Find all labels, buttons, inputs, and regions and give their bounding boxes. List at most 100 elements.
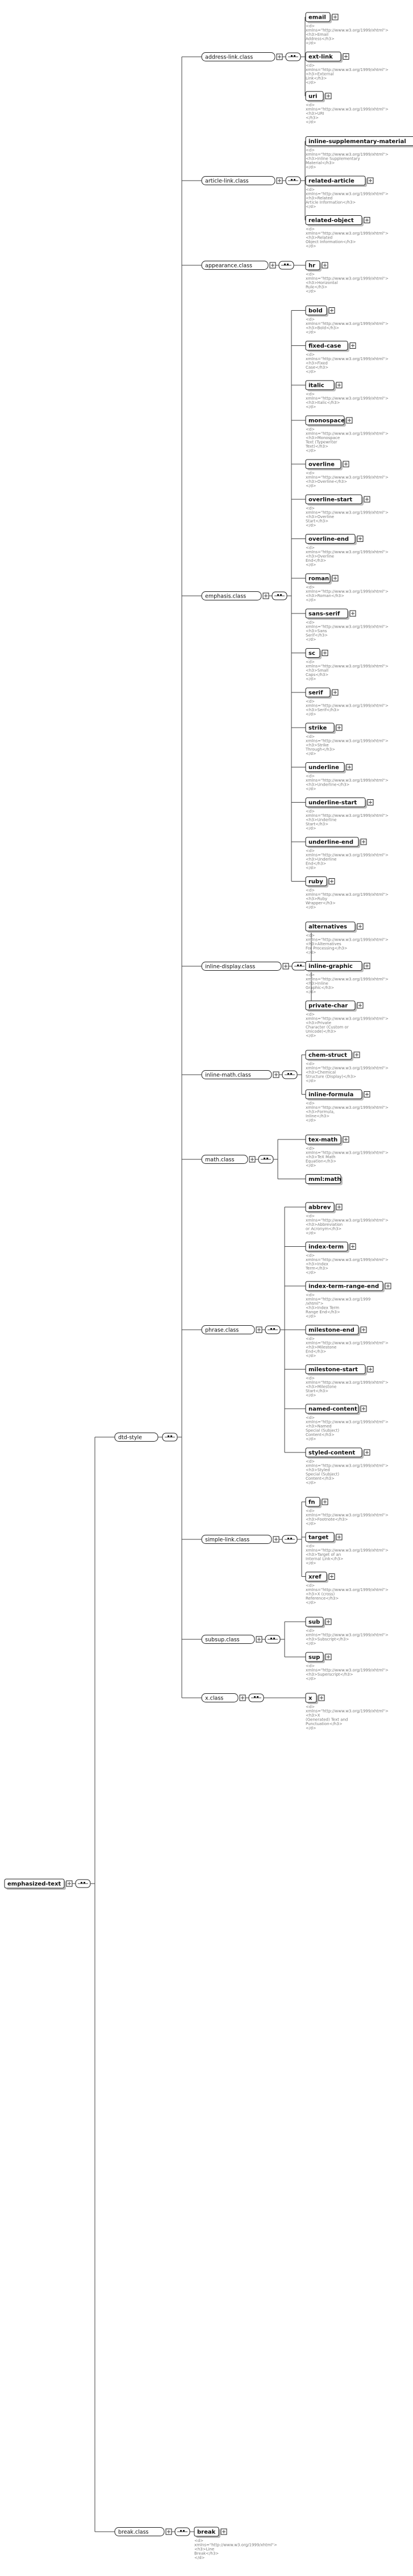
element-inline-supplementary-material-doc-3: Material</h3> [306,161,335,165]
element-underline-end-doc-0: <d> [306,849,315,853]
element-related-object-doc-3: Object Information</h3> [306,240,356,244]
element-chem-struct-expand [353,1051,360,1058]
element-inline-supplementary-material: inline-supplementary-material [305,136,413,148]
element-chem-struct-doc-1: xmlns="http://www.w3.org/1999/xhtml"> [306,1066,389,1071]
class-subsup-choice-dot-a [270,1638,272,1639]
class-inline-display: inline-display.class [201,962,282,971]
class-subsup-expand [256,1636,262,1643]
element-strike-box [305,723,335,733]
element-ruby-label: ruby [308,879,323,885]
element-overline-doc-2: <h3>Overline</h3> [306,479,347,484]
element-overline-start-doc-1: xmlns="http://www.w3.org/1999/xhtml"> [306,511,389,515]
element-overline-start-doc-2: <h3>Overline [306,515,334,519]
element-named-content-doc-2: <h3>Named [306,1424,332,1429]
element-roman-doc-3: </d> [306,598,316,603]
element-underline-end: underline-end [305,837,360,848]
element-tex-math-label: tex-math [308,1137,337,1143]
class-simple-link: simple-link.class [201,1535,272,1544]
element-index-term-range-end-box [305,1281,383,1291]
element-italic-box [305,380,335,390]
element-related-object-box [305,215,362,225]
element-underline-doc-3: </d> [306,787,316,791]
element-email-box [305,12,331,22]
element-index-term-range-end-expand [385,1283,391,1289]
element-overline-start-label: overline-start [308,497,352,503]
element-hr-doc-2: <h3>Horizontal [306,281,337,285]
element-ext-link-doc-4: </d> [306,81,316,85]
element-overline-start: overline-start [305,494,364,506]
element-index-term-range-end-label: index-term-range-end [308,1284,379,1290]
element-related-article-box [305,176,366,186]
element-sc-doc-1: xmlns="http://www.w3.org/1999/xhtml"> [306,664,389,669]
element-hr-expand [322,262,328,269]
element-styled-content-doc-5: </d> [306,1481,316,1485]
class-x-box [201,1693,239,1702]
element-xref-expand [328,1573,335,1580]
class-phrase-choice-dot-b [273,1328,275,1330]
element-italic-doc-0: <d> [306,392,315,396]
element-underline-end-label: underline-end [308,840,353,846]
element-monospace-doc-4: Text)</h3> [305,444,328,449]
break-class-choice [174,2527,190,2536]
element-ext-link-label: ext-link [308,54,333,60]
element-milestone-end-label: milestone-end [308,1327,354,1334]
element-abbrev-doc-0: <d> [306,1214,315,1218]
element-milestone-end-box [305,1325,359,1335]
element-overline-expand [343,461,349,467]
element-strike-label: strike [308,725,327,732]
element-break-doc-1: xmlns="http://www.w3.org/1999/xhtml"> [194,2543,277,2548]
element-sc-doc-3: Caps</h3> [306,673,328,677]
class-address-link: address-link.class [201,52,276,61]
element-abbrev-doc-2: <h3>Abbreviation [306,1222,343,1227]
element-index-term-doc-1: xmlns="http://www.w3.org/1999/xhtml"> [306,1258,389,1262]
element-inline-supplementary-material-doc-1: xmlns="http://www.w3.org/1999/xhtml"> [306,152,389,157]
element-inline-supplementary-material-doc-4: </d> [306,165,316,170]
element-private-char-doc-1: xmlns="http://www.w3.org/1999/xhtml"> [306,1017,389,1021]
element-overline-end-label: overline-end [308,536,349,542]
element-named-content: named-content [305,1404,360,1415]
element-strike-doc-4: </d> [306,751,316,756]
element-tex-math-expand [343,1136,349,1143]
class-math-choice-dot-b [266,1158,268,1159]
element-break-label: break [197,2529,216,2536]
element-index-term-range-end-doc-0: <d> [306,1293,315,1297]
element-inline-formula-doc-3: Inline</h3> [306,1114,329,1118]
element-uri-doc-4: </d> [306,120,316,124]
class-math-expand [249,1156,256,1163]
element-sup-expand [325,1654,332,1660]
class-inline-display-choice [291,962,307,971]
root-choice-dot-a [81,1882,82,1884]
class-address-link-choice [285,52,301,61]
element-fn-doc-0: <d> [306,1509,315,1513]
element-email-expand [332,14,339,20]
element-uri-label: uri [308,94,317,100]
class-x-choice-dot-a [254,1696,256,1698]
element-fixed-case-doc-1: xmlns="http://www.w3.org/1999/xhtml"> [306,357,389,361]
class-inline-math-box [201,1070,272,1079]
element-related-article-doc-4: </d> [306,204,316,209]
element-italic: italic [305,380,336,391]
element-italic-label: italic [308,383,324,389]
element-bold-doc-1: xmlns="http://www.w3.org/1999/xhtml"> [306,322,389,326]
element-styled-content-doc-2: <h3>Styled [306,1468,330,1472]
element-inline-graphic-doc-0: <d> [306,973,315,978]
element-overline-box [305,459,341,469]
element-private-char-doc-2: <h3>Private [306,1021,331,1025]
element-x-doc-5: </d> [306,1726,316,1731]
element-roman-label: roman [308,576,329,582]
element-italic-doc-3: </d> [306,405,316,410]
element-ruby-doc-3: Wrapper</h3> [306,901,336,905]
class-emphasis: emphasis.class [201,591,262,600]
element-index-term-range-end-doc-3: <h3>Index Term [306,1306,339,1310]
element-overline-end-doc-0: <d> [306,546,315,550]
element-sc-expand [322,650,328,656]
element-hr-doc-4: </d> [306,289,316,294]
class-article-link-choice-dot-b [294,179,295,181]
element-named-content-expand [360,1405,367,1412]
element-sub-doc-2: <h3>Subscript</h3> [306,1637,349,1642]
element-monospace-doc-2: <h3>Monospace [306,436,340,440]
element-strike-doc-2: <h3>Strike [306,743,329,748]
element-uri-doc-2: <h3>URI [306,111,324,116]
element-named-content-doc-5: </d> [306,1437,316,1442]
element-chem-struct-doc-3: Structure (Display)</h3> [306,1075,356,1079]
